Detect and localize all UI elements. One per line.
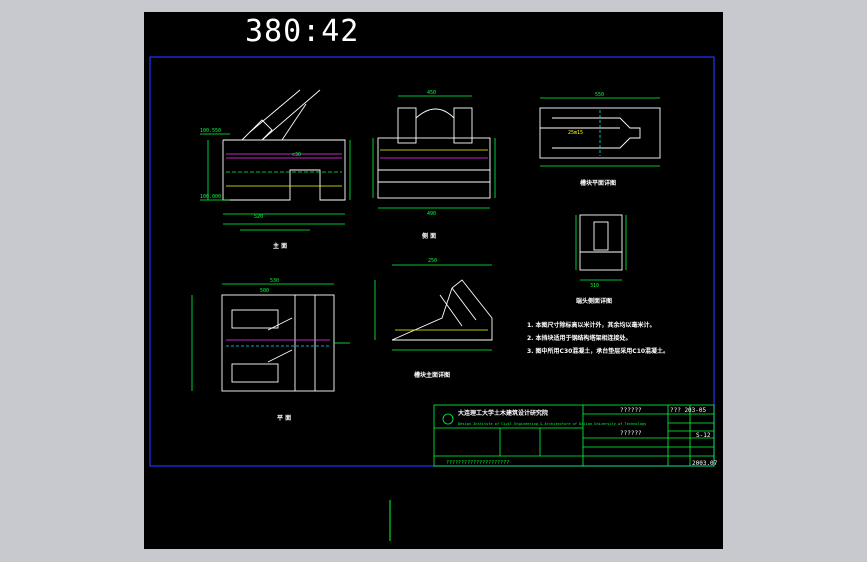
end-block-title: 端头侧面详图 <box>576 297 612 305</box>
main-view-title: 主 面 <box>273 242 287 250</box>
slot-main-drawing: 250 槽块主面详图 <box>374 258 493 379</box>
slot-plan-drawing: 550 25m15 槽块平面详图 <box>539 92 661 187</box>
svg-text:100.550: 100.550 <box>200 128 221 134</box>
slot-plan-title: 槽块平面详图 <box>580 179 616 187</box>
notes-block: 1. 本图尺寸除标高以米计外，其余均以毫米计。 2. 本挡块适用于钢结构塔架相连… <box>527 321 669 355</box>
svg-text:520: 520 <box>254 214 263 220</box>
svg-text:310: 310 <box>590 283 599 289</box>
svg-text:100.000: 100.000 <box>200 194 221 200</box>
company-name: 大连理工大学土木建筑设计研究院 <box>458 409 548 417</box>
title-block: 大连理工大学土木建筑设计研究院 Design Institute of Civi… <box>433 404 718 467</box>
svg-text:c30: c30 <box>292 152 301 158</box>
svg-text:??????: ?????? <box>620 407 642 414</box>
svg-text:450: 450 <box>427 90 436 96</box>
cad-viewport[interactable] <box>144 12 723 549</box>
svg-text:??? 203-05: ??? 203-05 <box>670 407 707 414</box>
note-3: 3. 图中所用C30混凝土，承台垫层采用C10混凝土。 <box>527 347 669 355</box>
svg-text:2003.07: 2003.07 <box>692 460 718 467</box>
svg-text:500: 500 <box>260 288 269 294</box>
university-logo-icon <box>442 413 454 425</box>
svg-text:S-12: S-12 <box>696 432 711 439</box>
svg-text:Design Institute of Civil Engi: Design Institute of Civil Engineering & … <box>458 422 647 426</box>
main-view-drawing: 100.550 100.000 520 c30 主 面 <box>200 89 351 250</box>
slot-main-title: 槽块主面详图 <box>414 371 450 379</box>
svg-text:250: 250 <box>428 258 437 264</box>
svg-text:490: 490 <box>427 211 436 217</box>
drawing-frame <box>149 56 715 467</box>
note-2: 2. 本挡块适用于钢结构塔架相连接处。 <box>527 334 632 342</box>
svg-text:530: 530 <box>270 278 279 284</box>
svg-text:25m15: 25m15 <box>568 130 583 136</box>
side-view-drawing: 450 490 侧 面 <box>372 90 496 240</box>
scale-label: 380:42 <box>245 14 360 49</box>
end-block-drawing: 310 端头侧面详图 <box>575 214 627 305</box>
plan-view-title: 平 面 <box>277 414 291 422</box>
svg-text:??????: ?????? <box>620 430 642 437</box>
svg-text:?????????????????????: ????????????????????? <box>446 460 509 466</box>
side-view-title: 侧 面 <box>422 232 436 240</box>
note-1: 1. 本图尺寸除标高以米计外，其余均以毫米计。 <box>527 321 656 329</box>
plan-view-drawing: 530 500 平 面 <box>191 278 350 422</box>
svg-text:550: 550 <box>595 92 604 98</box>
